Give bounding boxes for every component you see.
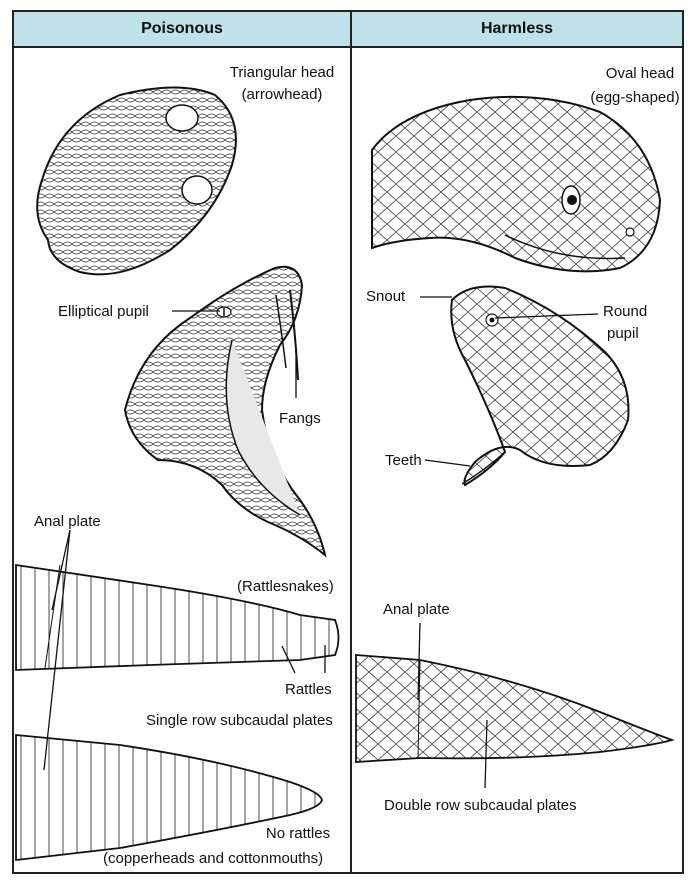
round-pupil-label-2: pupil [607,324,639,343]
no-rattles-label: No rattles [248,824,348,843]
single-row-label: Single row subcaudal plates [146,711,333,730]
round-pupil-label: Round [603,302,647,321]
rattlesnakes-label: (Rattlesnakes) [237,577,334,596]
elliptical-pupil-label: Elliptical pupil [58,302,149,321]
harmless-tail-drawing [356,655,672,762]
oval-head-label: Oval head [590,64,690,83]
anal-plate-label-harmless: Anal plate [383,600,450,619]
triangular-head-note: (arrowhead) [222,85,342,104]
double-row-label: Double row subcaudal plates [384,796,577,815]
no-rattles-note: (copperheads and cottonmouths) [103,849,323,868]
oval-head-drawing [372,97,660,271]
snout-label: Snout [366,287,405,306]
triangular-head-label: Triangular head [222,63,342,82]
fangs-label: Fangs [279,409,321,428]
anal-plate-label-poisonous: Anal plate [34,512,101,531]
oval-head-note: (egg-shaped) [580,88,690,107]
triangular-head-drawing [37,88,236,275]
rattles-label: Rattles [285,680,332,699]
teeth-label: Teeth [385,451,422,470]
